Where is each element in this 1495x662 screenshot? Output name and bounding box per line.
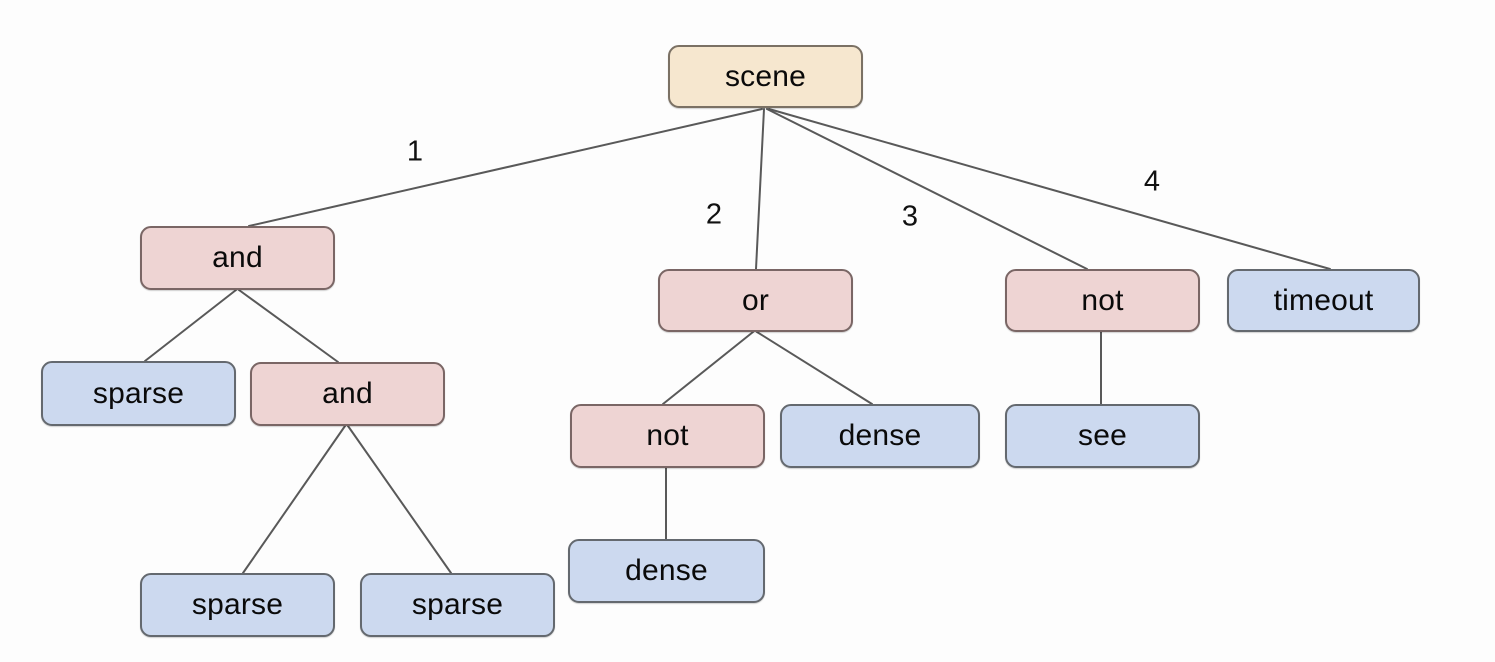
tree-node-label: sparse: [411, 588, 504, 621]
tree-node-see1[interactable]: see: [1005, 404, 1200, 468]
tree-edge: [347, 425, 452, 574]
tree-node-and2[interactable]: and: [250, 362, 445, 426]
tree-node-or1[interactable]: or: [658, 269, 853, 332]
tree-edge: [242, 425, 346, 574]
tree-edge: [662, 331, 754, 405]
tree-node-label: timeout: [1273, 283, 1374, 317]
tree-edge: [766, 108, 1088, 270]
tree-node-label: not: [1081, 283, 1124, 317]
tree-edge: [756, 331, 873, 405]
tree-node-not1[interactable]: not: [1005, 269, 1200, 332]
tree-node-not2[interactable]: not: [570, 404, 765, 468]
tree-node-label: dense: [838, 419, 922, 452]
tree-node-sparse3[interactable]: sparse: [360, 573, 555, 637]
edge-label-3: 3: [901, 200, 919, 233]
tree-node-and1[interactable]: and: [140, 226, 335, 290]
tree-node-timeout1[interactable]: timeout: [1227, 269, 1420, 332]
tree-node-sparse2[interactable]: sparse: [140, 573, 335, 637]
tree-edge: [248, 108, 763, 227]
edge-label-4: 4: [1143, 165, 1161, 198]
tree-node-dense2[interactable]: dense: [568, 539, 765, 603]
tree-node-label: dense: [625, 554, 708, 587]
tree-edge: [755, 108, 765, 270]
tree-node-scene[interactable]: scene: [668, 45, 863, 108]
tree-edge: [768, 108, 1331, 270]
tree-node-label: sparse: [92, 376, 185, 410]
tree-node-label: see: [1078, 419, 1127, 452]
tree-node-label: and: [212, 241, 263, 274]
tree-node-dense1[interactable]: dense: [780, 404, 980, 468]
edge-label-1: 1: [406, 135, 424, 168]
tree-node-label: sparse: [191, 588, 284, 621]
tree-edge: [238, 289, 339, 363]
tree-node-label: or: [741, 283, 770, 317]
edge-label-2: 2: [705, 198, 723, 231]
tree-node-label: not: [646, 419, 689, 452]
tree-node-label: scene: [724, 59, 807, 93]
tree-node-sparse1[interactable]: sparse: [41, 361, 236, 426]
tree-node-label: and: [322, 377, 373, 410]
tree-edge: [144, 289, 237, 362]
